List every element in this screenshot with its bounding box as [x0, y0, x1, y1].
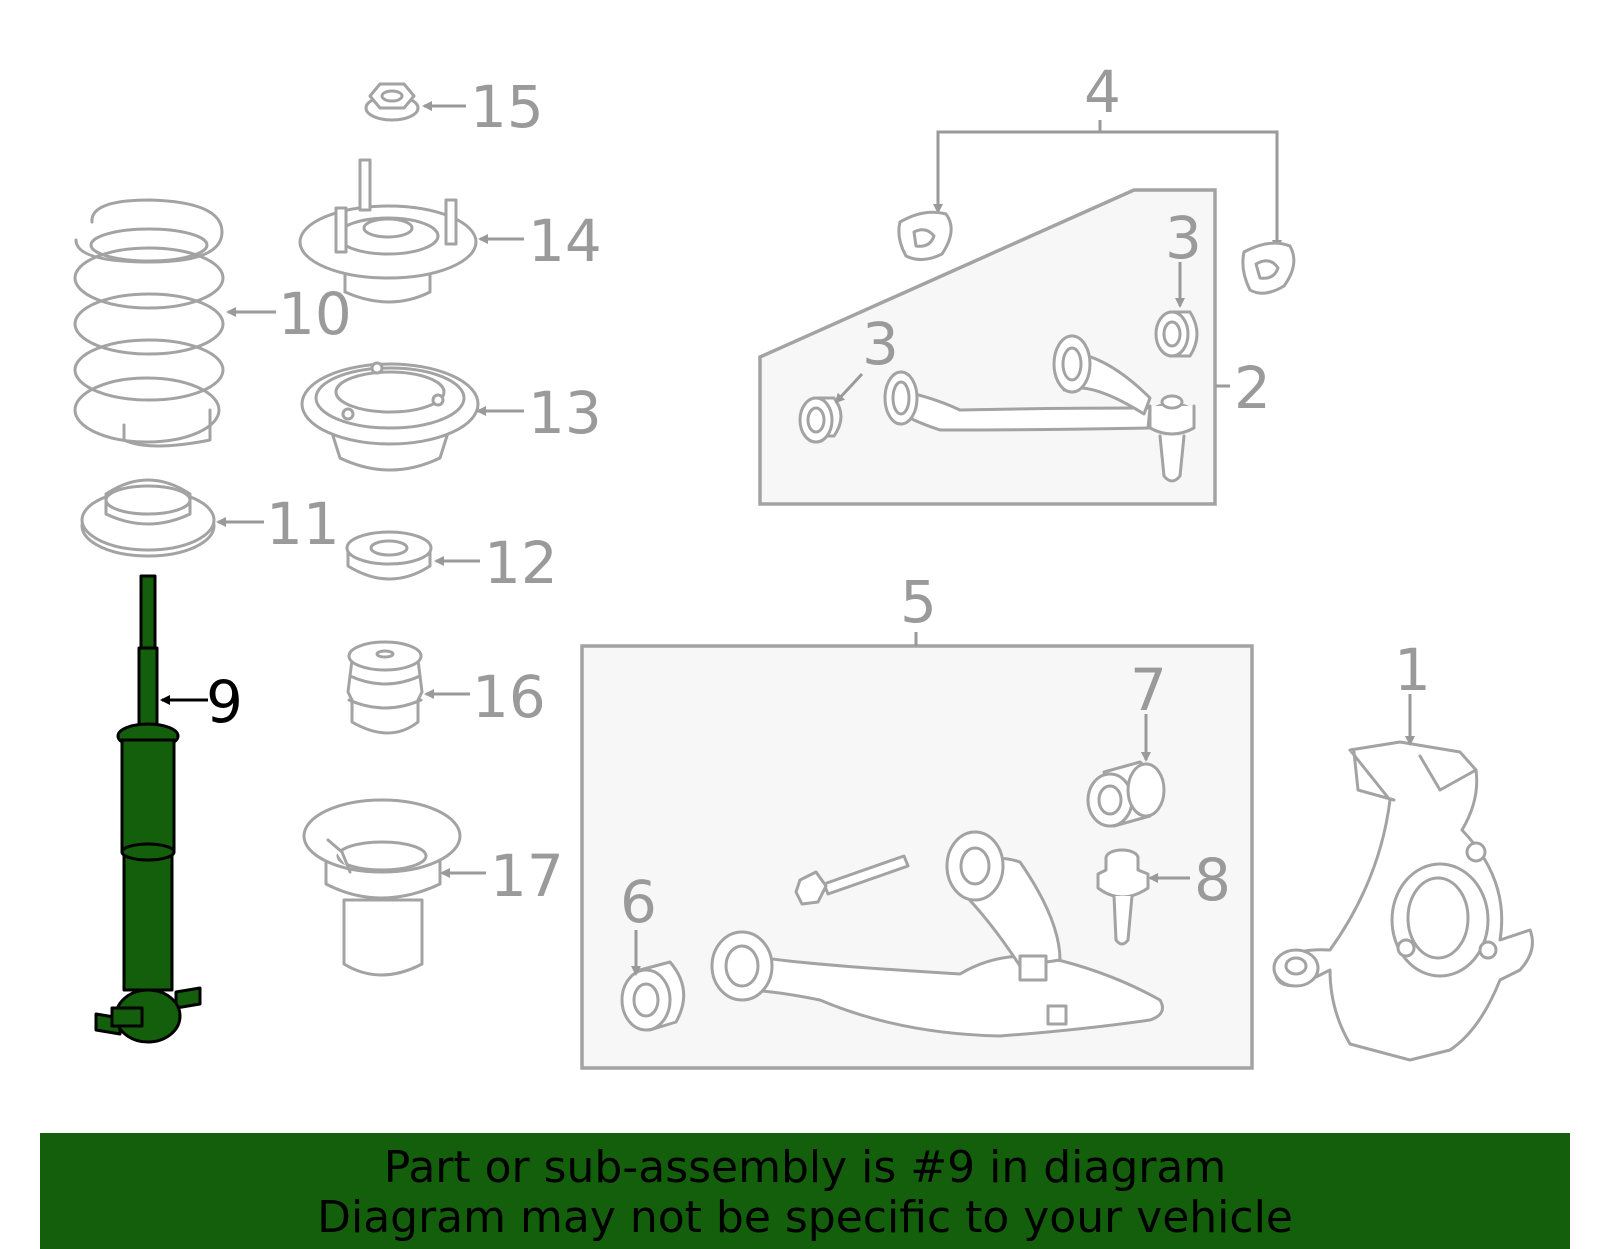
callout-7: 7	[1130, 656, 1167, 724]
part-6-bushing[interactable]	[620, 960, 686, 1032]
part-15-bearing-plate[interactable]	[300, 361, 480, 472]
callout-11: 17	[490, 842, 564, 910]
callout-14: 12	[484, 529, 558, 597]
callout-5: 5	[900, 568, 937, 636]
part-1-steering-knuckle[interactable]	[1272, 740, 1534, 1062]
part-3-bushing-left[interactable]	[798, 396, 843, 444]
callout-10: 10	[278, 280, 352, 348]
banner-line-1: Part or sub-assembly is #9 in diagram	[383, 1142, 1227, 1193]
callout-6: 6	[620, 868, 657, 936]
banner-line-2: Diagram may not be specific to your vehi…	[317, 1192, 1293, 1243]
part-5-lower-control-arm[interactable]	[710, 830, 1164, 1038]
callout-8: 8	[1194, 846, 1231, 914]
part-3-bushing-right[interactable]	[1154, 310, 1199, 358]
callout-13: 16	[472, 663, 546, 731]
callout-17: 15	[470, 73, 544, 141]
callout-12: 11	[266, 490, 340, 558]
callout-9: 9	[206, 668, 243, 736]
part-9-shock-absorber[interactable]	[94, 574, 202, 1044]
part-8-ball-joint[interactable]	[1096, 848, 1150, 946]
callout-15: 13	[528, 379, 602, 447]
part-7-bushing[interactable]	[1086, 760, 1166, 828]
callout-2: 2	[1234, 354, 1271, 422]
part-17-nut[interactable]	[364, 82, 420, 122]
part-13-jounce-bumper[interactable]	[346, 640, 424, 735]
part-4-shim-left[interactable]	[897, 210, 953, 261]
callout-16: 14	[528, 207, 602, 275]
info-banner: Part or sub-assembly is #9 in diagram Di…	[40, 1133, 1570, 1249]
callout-3-right: 3	[1165, 204, 1202, 272]
part-bolt[interactable]	[794, 854, 910, 906]
callout-3-left: 3	[862, 310, 899, 378]
parts-diagram: 15 14 10 13 11	[73, 58, 1534, 1070]
callout-4: 4	[1084, 58, 1121, 126]
part-16-upper-mount[interactable]	[298, 158, 478, 304]
part-10-coil-spring[interactable]	[73, 198, 225, 448]
part-11-insulator[interactable]	[302, 798, 462, 977]
upper-arm-assembly-box	[758, 188, 1217, 506]
part-12-spring-seat[interactable]	[80, 478, 216, 558]
part-14-washer[interactable]	[345, 530, 433, 581]
part-2-upper-control-arm[interactable]	[883, 334, 1196, 483]
part-4-shim-right[interactable]	[1241, 241, 1296, 295]
callout-1: 1	[1394, 636, 1431, 704]
